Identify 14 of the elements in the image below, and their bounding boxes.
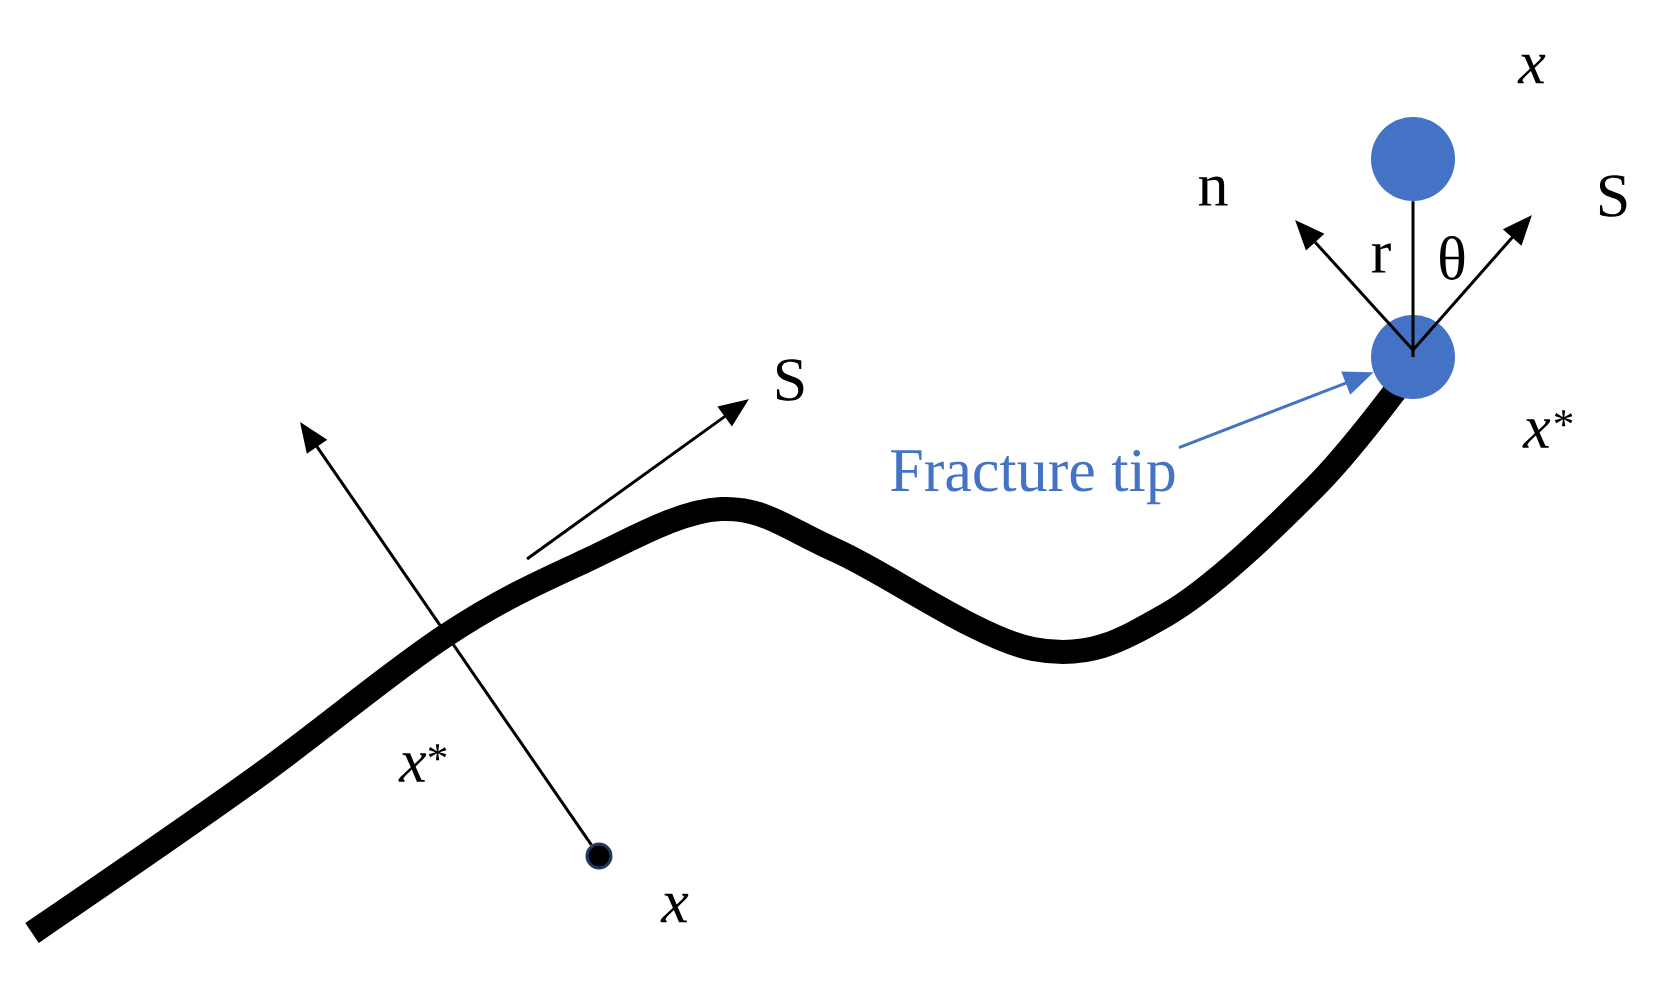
point-dot: [585, 842, 613, 870]
point-label: x: [1517, 54, 1546, 84]
vector-label: S: [1599, 175, 1627, 217]
edge-label: r: [1371, 243, 1391, 273]
vector-label: n: [1198, 176, 1228, 206]
point-label: x: [660, 893, 689, 923]
point-circle: [1371, 315, 1455, 399]
connector-line: [1411, 201, 1415, 357]
vector-label: x$^{*}$: [398, 744, 447, 782]
point-circle: [1371, 117, 1455, 201]
vector-label: S: [776, 359, 804, 401]
fracture-tip-label: Fracture tip: [891, 449, 1175, 505]
point-label: x$^{*}$: [1522, 410, 1573, 448]
vector-label: θ: [1440, 236, 1465, 280]
